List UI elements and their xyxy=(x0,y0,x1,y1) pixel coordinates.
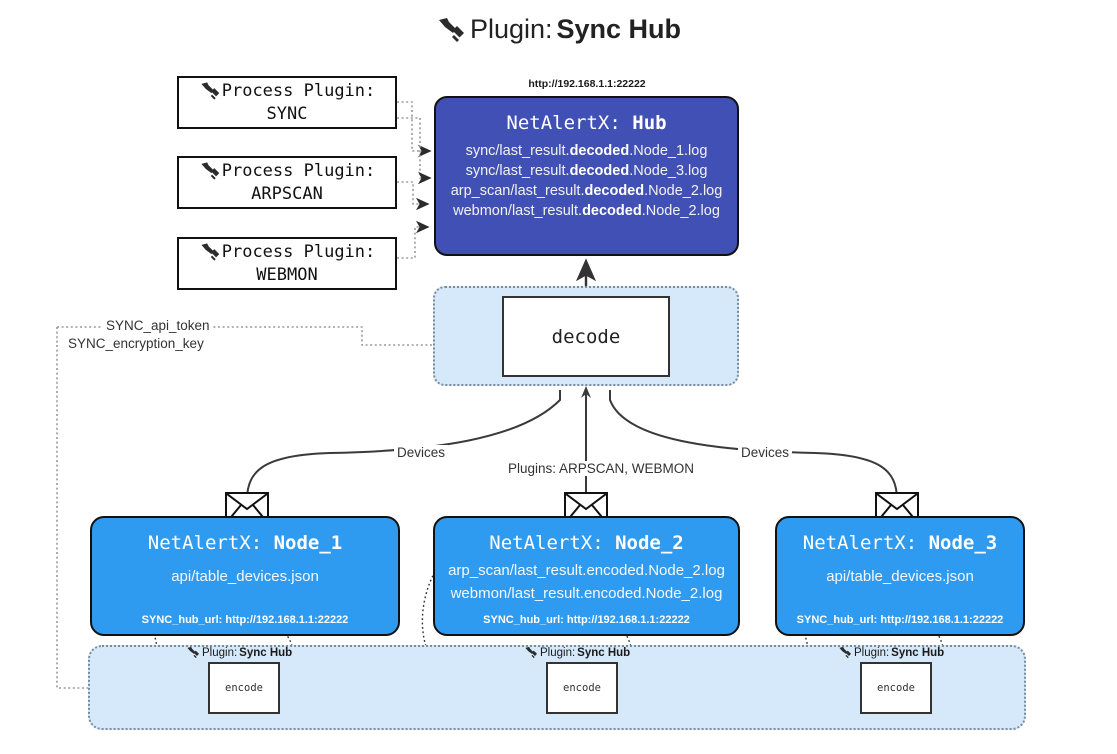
node-line-list: arp_scan/last_result.encoded.Node_2.log … xyxy=(435,562,738,602)
hub-log-line: sync/last_result.decoded.Node_1.log xyxy=(465,143,708,159)
node-title: NetAlertX: Node_2 xyxy=(489,532,684,554)
plug-icon xyxy=(186,646,200,659)
hub-log-line: sync/last_result.decoded.Node_3.log xyxy=(465,163,708,179)
process-plugin-box-sync[interactable]: Process Plugin: SYNC xyxy=(177,76,397,129)
node-line: arp_scan/last_result.encoded.Node_2.log xyxy=(448,562,725,579)
decode-box[interactable]: decode xyxy=(502,296,670,377)
node-line: webmon/last_result.encoded.Node_2.log xyxy=(450,585,723,602)
plug-icon xyxy=(838,646,852,659)
encode-box-3[interactable]: encode xyxy=(860,662,932,714)
encode-plugin-name: Sync Hub xyxy=(577,646,631,659)
node-line-list: api/table_devices.json xyxy=(92,568,398,585)
node-footer: SYNC_hub_url: http://192.168.1.1:22222 xyxy=(483,614,690,626)
process-plugin-label: Process Plugin: xyxy=(221,160,376,181)
process-plugin-name: ARPSCAN xyxy=(251,183,323,204)
encode-plugin-name: Sync Hub xyxy=(891,646,945,659)
encode-plugin-name: Sync Hub xyxy=(239,646,293,659)
node-line: api/table_devices.json xyxy=(171,568,319,585)
node-footer: SYNC_hub_url: http://192.168.1.1:22222 xyxy=(796,614,1004,626)
flow-label-devices-right: Devices xyxy=(738,445,793,460)
node-footer: SYNC_hub_url: http://192.168.1.1:22222 xyxy=(141,614,349,626)
encode-plugin-label: Plugin: Sync Hub xyxy=(524,646,630,659)
flow-label-devices-left: Devices xyxy=(394,445,449,460)
encode-plugin-label: Plugin: Sync Hub xyxy=(186,646,292,659)
plug-icon xyxy=(199,161,221,181)
encode-box-2[interactable]: encode xyxy=(546,662,618,714)
node-title: NetAlertX: Node_1 xyxy=(147,532,343,554)
hub-box[interactable]: NetAlertX: Hub sync/last_result.decoded.… xyxy=(434,96,739,256)
edge-label-sync-encryption-key: SYNC_encryption_key xyxy=(65,336,207,351)
encode-plugin-prefix: Plugin: xyxy=(202,646,238,659)
encode-plugin-prefix: Plugin: xyxy=(854,646,890,659)
process-plugin-name: WEBMON xyxy=(256,264,318,285)
encode-box-1[interactable]: encode xyxy=(208,662,280,714)
flow-label-plugins-center: Plugins: ARPSCAN, WEBMON xyxy=(505,461,698,476)
node-title: NetAlertX: Node_3 xyxy=(802,532,998,554)
plug-icon xyxy=(436,16,466,44)
page-title: Plugin: Sync Hub xyxy=(0,14,1117,45)
node-line: api/table_devices.json xyxy=(826,568,974,585)
encode-plugin-label: Plugin: Sync Hub xyxy=(838,646,944,659)
node-box-node-3[interactable]: NetAlertX: Node_3 api/table_devices.json… xyxy=(775,516,1025,636)
hub-log-line: webmon/last_result.decoded.Node_2.log xyxy=(453,203,720,219)
node-box-node-1[interactable]: NetAlertX: Node_1 api/table_devices.json… xyxy=(90,516,400,636)
edge-label-sync-api-token: SYNC_api_token xyxy=(103,318,213,333)
plug-icon xyxy=(199,242,221,262)
process-plugin-name: SYNC xyxy=(266,103,308,124)
hub-url-label: http://192.168.1.1:22222 xyxy=(528,78,646,90)
process-plugin-box-webmon[interactable]: Process Plugin: WEBMON xyxy=(177,237,397,290)
encode-plugin-prefix: Plugin: xyxy=(540,646,576,659)
node-line-list: api/table_devices.json xyxy=(777,568,1023,585)
process-plugin-box-arpscan[interactable]: Process Plugin: ARPSCAN xyxy=(177,156,397,209)
hub-log-list: sync/last_result.decoded.Node_1.log sync… xyxy=(436,143,737,219)
hub-title-name: Hub xyxy=(632,112,667,134)
plug-icon xyxy=(524,646,538,659)
hub-title: NetAlertX: Hub xyxy=(506,112,666,134)
page-title-prefix: Plugin: xyxy=(469,14,553,44)
node-box-node-2[interactable]: NetAlertX: Node_2 arp_scan/last_result.e… xyxy=(433,516,740,636)
process-plugin-label: Process Plugin: xyxy=(221,241,376,262)
hub-log-line: arp_scan/last_result.decoded.Node_2.log xyxy=(450,183,723,199)
plug-icon xyxy=(199,81,221,101)
process-plugin-label: Process Plugin: xyxy=(221,80,376,101)
page-title-name: Sync Hub xyxy=(556,14,682,44)
hub-title-prefix: NetAlertX: xyxy=(506,112,621,134)
